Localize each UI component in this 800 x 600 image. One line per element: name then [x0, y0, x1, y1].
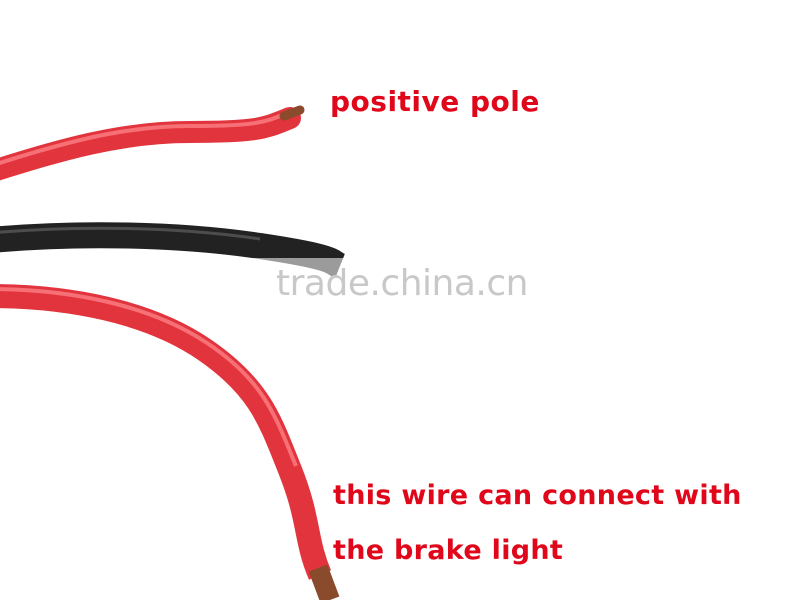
watermark-band — [230, 258, 700, 306]
positive-wire-tip — [279, 105, 305, 121]
positive-wire — [0, 107, 301, 181]
positive-pole-label: positive pole — [330, 85, 540, 118]
brake-light-label-line-1: this wire can connect with — [333, 480, 742, 511]
brake-wire-tip — [308, 564, 340, 600]
brake-wire — [0, 284, 332, 580]
watermark: trade.china.cn — [276, 263, 528, 304]
brake-light-label-line-2: the brake light — [333, 535, 564, 566]
